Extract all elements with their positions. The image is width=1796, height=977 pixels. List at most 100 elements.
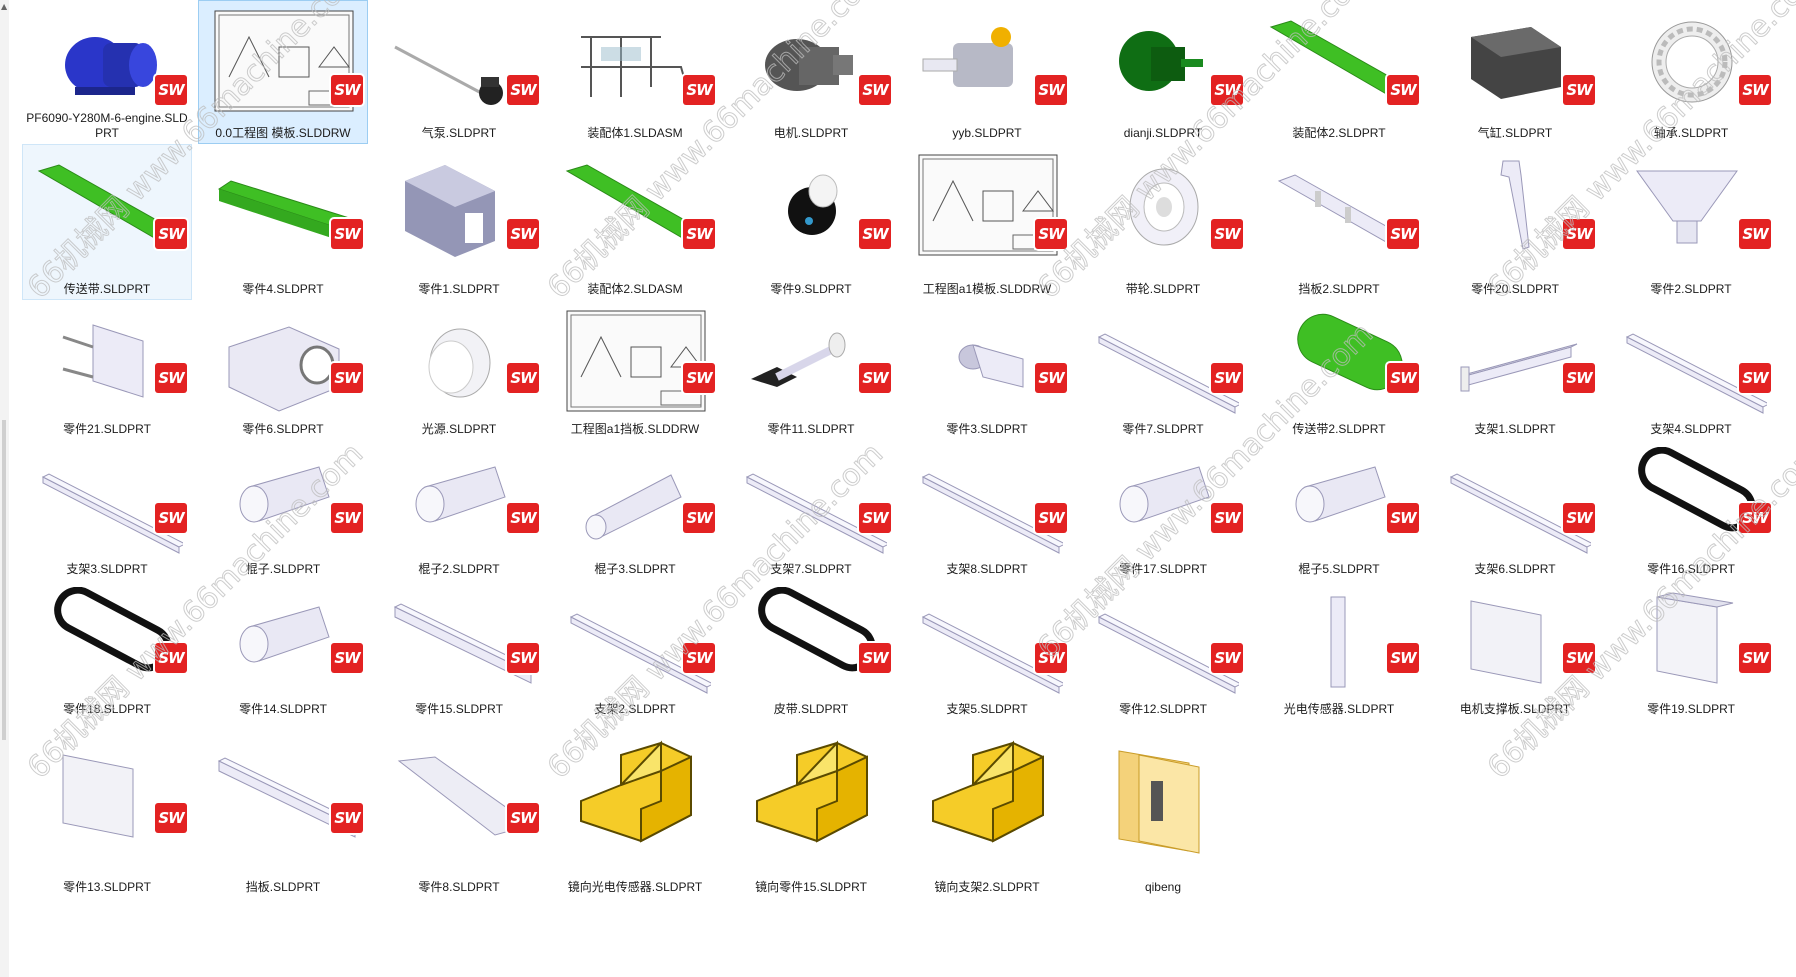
scroll-up-arrow-icon[interactable]: ▲ (1, 2, 8, 11)
file-item[interactable]: SW 零件4.SLDPRT (198, 144, 368, 300)
solidworks-badge-text: SW (334, 509, 360, 527)
file-item[interactable]: 镜向支架2.SLDPRT (902, 720, 1072, 898)
file-item[interactable]: SW 装配体2.SLDPRT (1254, 0, 1424, 144)
solidworks-badge-icon: SW (1035, 75, 1067, 105)
file-name: 工程图a1挡板.SLDDRW (570, 422, 700, 436)
solidworks-badge-icon: SW (1739, 503, 1771, 533)
file-name: 轴承.SLDPRT (1653, 126, 1729, 140)
file-name: qibeng (1144, 880, 1182, 894)
scrollbar-thumb[interactable] (2, 420, 6, 740)
file-name: 传送带2.SLDPRT (1292, 422, 1386, 436)
file-item[interactable]: 镜向光电传感器.SLDPRT (550, 720, 720, 898)
file-item[interactable]: 镜向零件15.SLDPRT (726, 720, 896, 898)
solidworks-badge-text: SW (334, 809, 360, 827)
file-name: 棍子5.SLDPRT (1298, 562, 1380, 576)
assembly-frame-icon (581, 36, 692, 103)
file-item[interactable]: SW 零件13.SLDPRT (22, 720, 192, 898)
solidworks-badge-text: SW (334, 225, 360, 243)
file-name: 零件4.SLDPRT (242, 282, 324, 296)
solidworks-badge-text: SW (1214, 81, 1240, 99)
file-name: 装配体2.SLDPRT (1292, 126, 1386, 140)
file-item[interactable]: qibeng (1078, 720, 1248, 898)
file-name: 零件3.SLDPRT (946, 422, 1028, 436)
green-motor-icon (1119, 31, 1203, 91)
solidworks-badge-icon: SW (1739, 643, 1771, 673)
sensor-post-icon (1330, 596, 1346, 688)
solidworks-badge-text: SW (1038, 509, 1064, 527)
file-name: 零件13.SLDPRT (63, 880, 151, 894)
long-plate-icon (393, 603, 535, 684)
file-name: 镜向光电传感器.SLDPRT (567, 880, 703, 894)
solidworks-badge-text: SW (1390, 81, 1416, 99)
solidworks-badge-icon: SW (1035, 363, 1067, 393)
file-name: 支架8.SLDPRT (946, 562, 1028, 576)
green-plate-holes-icon (217, 180, 359, 243)
vertical-scrollbar[interactable]: ▲ (0, 0, 9, 977)
solidworks-badge-icon: SW (1739, 219, 1771, 249)
roller-icon (239, 606, 330, 663)
solidworks-badge-icon: SW (1563, 363, 1595, 393)
file-name: 零件7.SLDPRT (1122, 422, 1204, 436)
file-item[interactable]: SW 支架8.SLDPRT (902, 440, 1072, 580)
solidworks-badge-text: SW (686, 81, 712, 99)
solidworks-badge-text: SW (158, 809, 184, 827)
solidworks-badge-icon: SW (1035, 643, 1067, 673)
solidworks-badge-icon: SW (1563, 643, 1595, 673)
solidworks-badge-icon: SW (507, 803, 539, 833)
solidworks-badge-text: SW (1566, 649, 1592, 667)
box-ring-icon (228, 326, 340, 412)
file-name: 电机支撑板.SLDPRT (1459, 702, 1571, 716)
file-item[interactable]: SW 支架5.SLDPRT (902, 580, 1072, 720)
folder-icon (1118, 750, 1200, 854)
file-name: 支架5.SLDPRT (946, 702, 1028, 716)
file-item[interactable]: SW 零件3.SLDPRT (902, 300, 1072, 440)
file-item[interactable]: SW 电机支撑板.SLDPRT (1430, 580, 1600, 720)
